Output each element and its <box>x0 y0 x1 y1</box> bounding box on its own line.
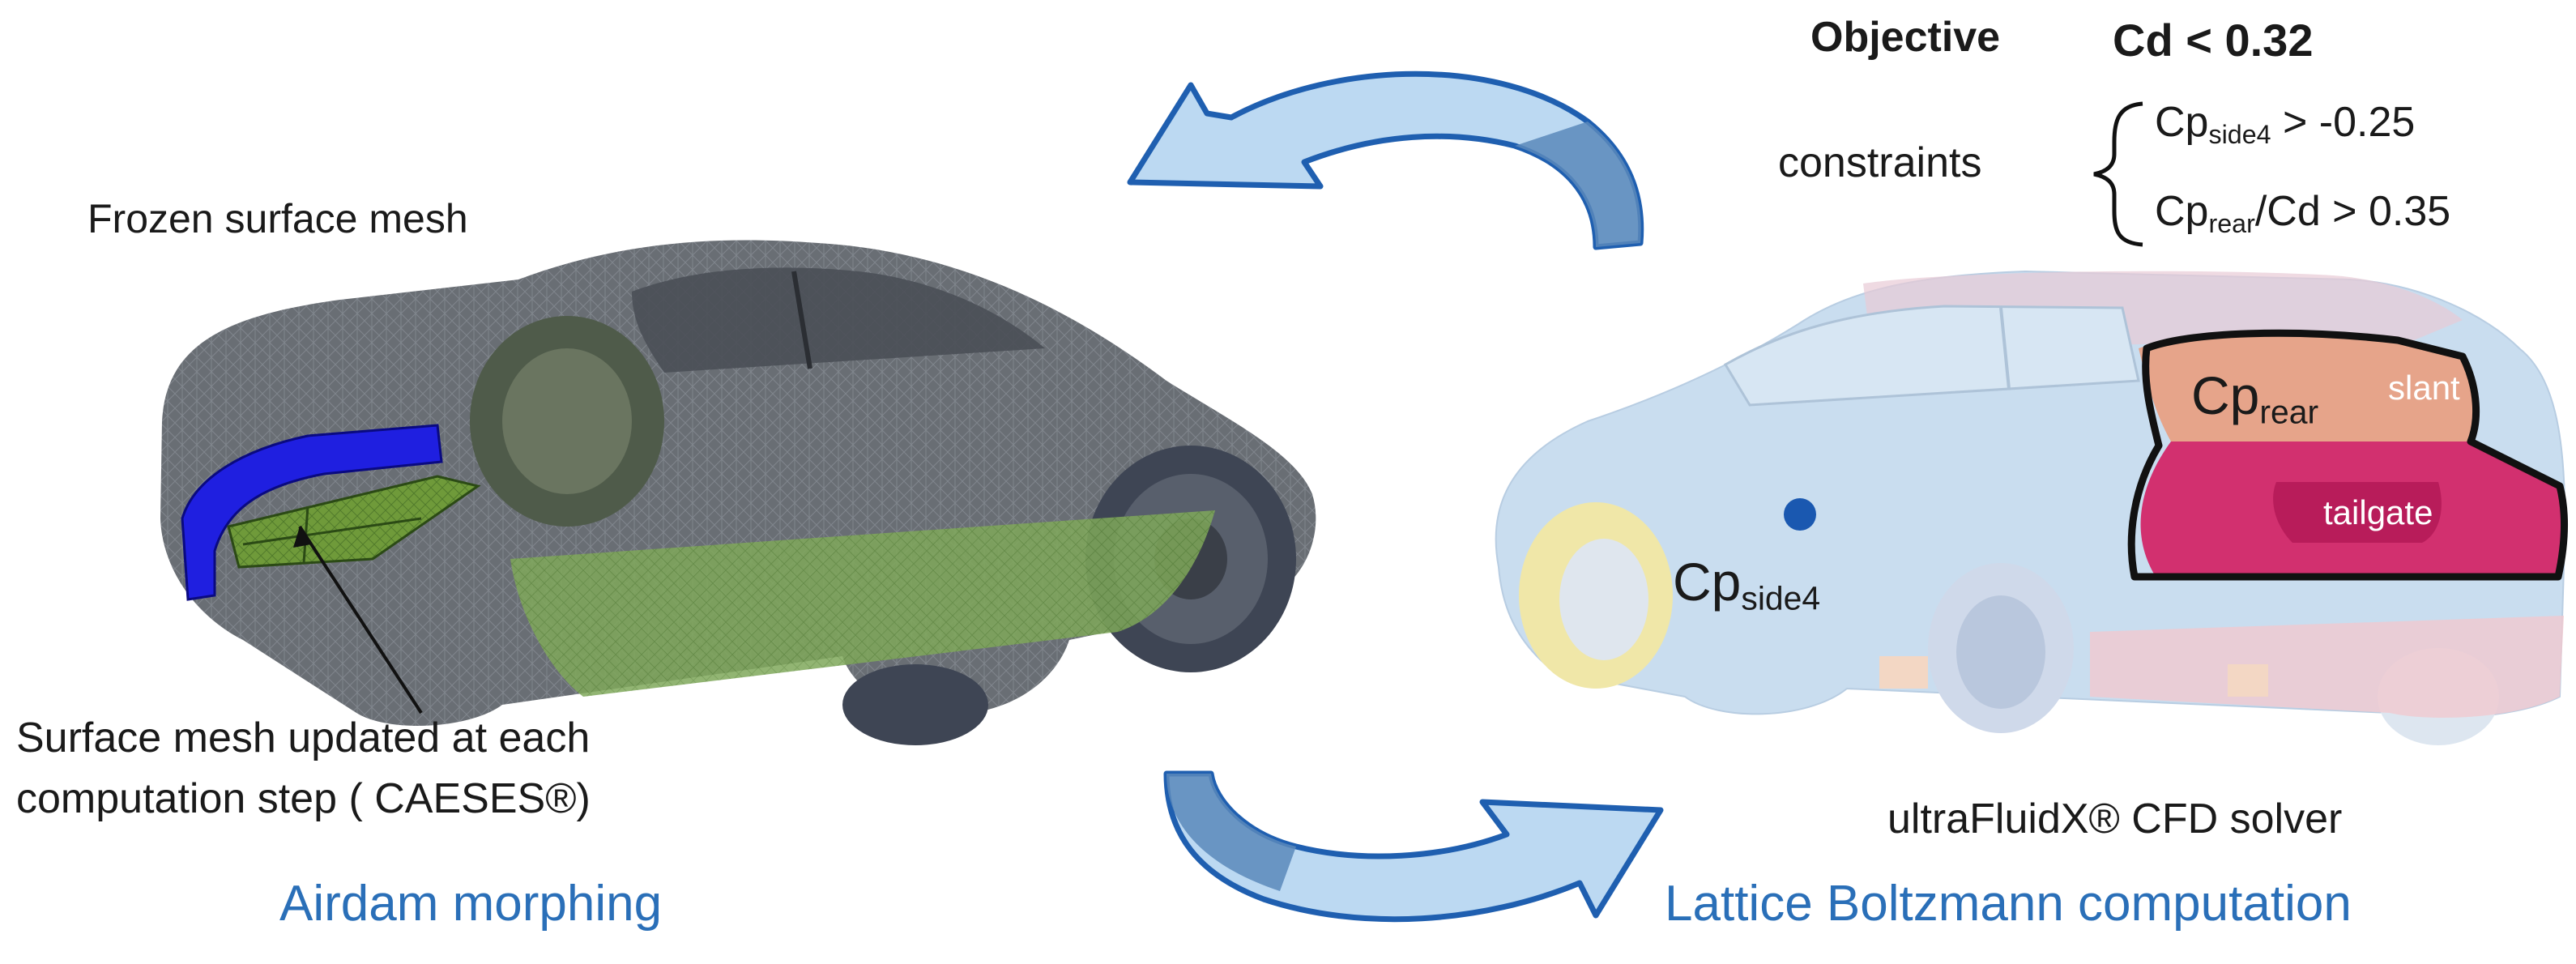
slant-label: slant <box>2388 369 2460 407</box>
mesh-car-bottom-wheel <box>842 664 988 745</box>
constraint-cp-side4: Cpside4 > -0.25 <box>2155 101 2415 147</box>
cfd-car-windows <box>1723 305 2140 407</box>
constraint-cp-side4-tail: > -0.25 <box>2271 99 2416 146</box>
constraint-cp-side4-main: Cp <box>2155 99 2209 146</box>
cp-rear-label: Cprear <box>2191 369 2318 429</box>
mesh-car <box>160 240 1316 745</box>
tailgate-label: tailgate <box>2323 493 2433 531</box>
cp-side4-label-main: Cp <box>1673 552 1742 612</box>
cp-side4-probe-dot <box>1784 498 1816 531</box>
cfd-car <box>1495 270 2569 745</box>
objective-value: Cd < 0.32 <box>2113 15 2314 66</box>
airdam-morphing-caption: Airdam morphing <box>279 876 663 932</box>
cp-rear-label-main: Cp <box>2191 365 2260 425</box>
surface-update-line1: Surface mesh updated at each <box>16 714 591 761</box>
constraint-cp-rear: Cprear/Cd > 0.35 <box>2155 190 2450 237</box>
underbody-mesh <box>510 510 1215 697</box>
constraint-cp-rear-main: Cp <box>2155 188 2209 235</box>
constraint-cp-side4-sub: side4 <box>2208 120 2271 150</box>
bottom-cycle-arrow <box>1163 770 1664 923</box>
rear-slant-region <box>2139 333 2476 441</box>
cp-rear-label-sub: rear <box>2259 393 2319 431</box>
cfd-car-rear-wheel <box>1928 563 2074 733</box>
airdam-blue-strip <box>181 424 443 601</box>
constraints-brace <box>2093 101 2143 247</box>
top-cycle-arrow <box>1127 70 1644 250</box>
mesh-car-front-wheel <box>470 316 664 527</box>
cp-side4-label: Cpside4 <box>1673 555 1820 615</box>
cp-side4-label-sub: side4 <box>1741 579 1821 617</box>
objective-label: Objective <box>1810 14 2001 61</box>
constraints-label: constraints <box>1778 139 1982 186</box>
cfd-solver-label: ultraFluidX® CFD solver <box>1887 796 2343 842</box>
rear-outline <box>2127 329 2569 581</box>
surface-update-line2: computation step ( CAESES®) <box>16 775 591 822</box>
mesh-car-windows <box>632 267 1045 373</box>
constraint-cp-rear-tail: /Cd > 0.35 <box>2254 188 2451 235</box>
airdam-pointer-line <box>298 525 423 714</box>
frozen-mesh-label: Frozen surface mesh <box>87 196 468 241</box>
lattice-boltzmann-caption: Lattice Boltzmann computation <box>1665 876 2352 932</box>
constraint-cp-rear-sub: rear <box>2208 209 2255 239</box>
cfd-car-front-wheel <box>1519 502 1673 689</box>
airdam-green-plate <box>227 475 481 569</box>
